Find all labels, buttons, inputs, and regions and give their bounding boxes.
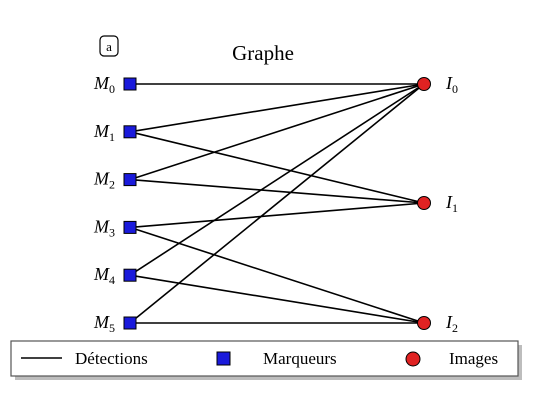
edge-M1-I0 <box>129 83 425 133</box>
edge-M3-I1 <box>129 202 425 229</box>
marker-node-M5 <box>123 316 137 330</box>
panel-tag: a <box>99 35 119 57</box>
marker-node-M1 <box>123 125 137 139</box>
marker-node-M2 <box>123 173 137 187</box>
legend-image-sample <box>405 351 421 367</box>
marker-label-M2: M2 <box>93 169 115 192</box>
marker-label-M0: M0 <box>93 73 115 96</box>
image-node-I0 <box>417 77 431 91</box>
image-label-I1: I1 <box>445 192 458 215</box>
legend-markers-label: Marqueurs <box>263 349 337 368</box>
marker-node-M0 <box>123 77 137 91</box>
edge-M2-I1 <box>129 178 425 204</box>
edge-M2-I0 <box>129 83 425 181</box>
image-node-I2 <box>417 316 431 330</box>
nodes-layer <box>123 77 431 330</box>
marker-label-M3: M3 <box>93 216 115 239</box>
panel-tag-label: a <box>106 39 112 54</box>
marker-label-M1: M1 <box>93 121 115 144</box>
edge-M1-I1 <box>129 131 425 204</box>
legend: Détections Marqueurs Images <box>10 340 522 380</box>
diagram-title: Graphe <box>232 41 294 65</box>
image-label-I0: I0 <box>445 73 458 96</box>
edge-M3-I2 <box>129 226 425 324</box>
image-label-I2: I2 <box>445 312 458 335</box>
marker-node-M4 <box>123 268 137 282</box>
marker-node-M3 <box>123 220 137 234</box>
legend-box <box>10 340 519 377</box>
legend-images-label: Images <box>449 349 498 368</box>
edges-layer <box>129 83 425 324</box>
edge-M5-I0 <box>129 83 425 324</box>
legend-marker-sample <box>216 351 231 366</box>
marker-label-M4: M4 <box>93 264 115 287</box>
legend-detections-label: Détections <box>75 349 148 368</box>
edge-M4-I0 <box>129 83 425 276</box>
panel-tag-box <box>99 35 119 57</box>
edge-M4-I2 <box>129 274 425 324</box>
image-node-I1 <box>417 196 431 210</box>
marker-label-M5: M5 <box>93 312 115 335</box>
